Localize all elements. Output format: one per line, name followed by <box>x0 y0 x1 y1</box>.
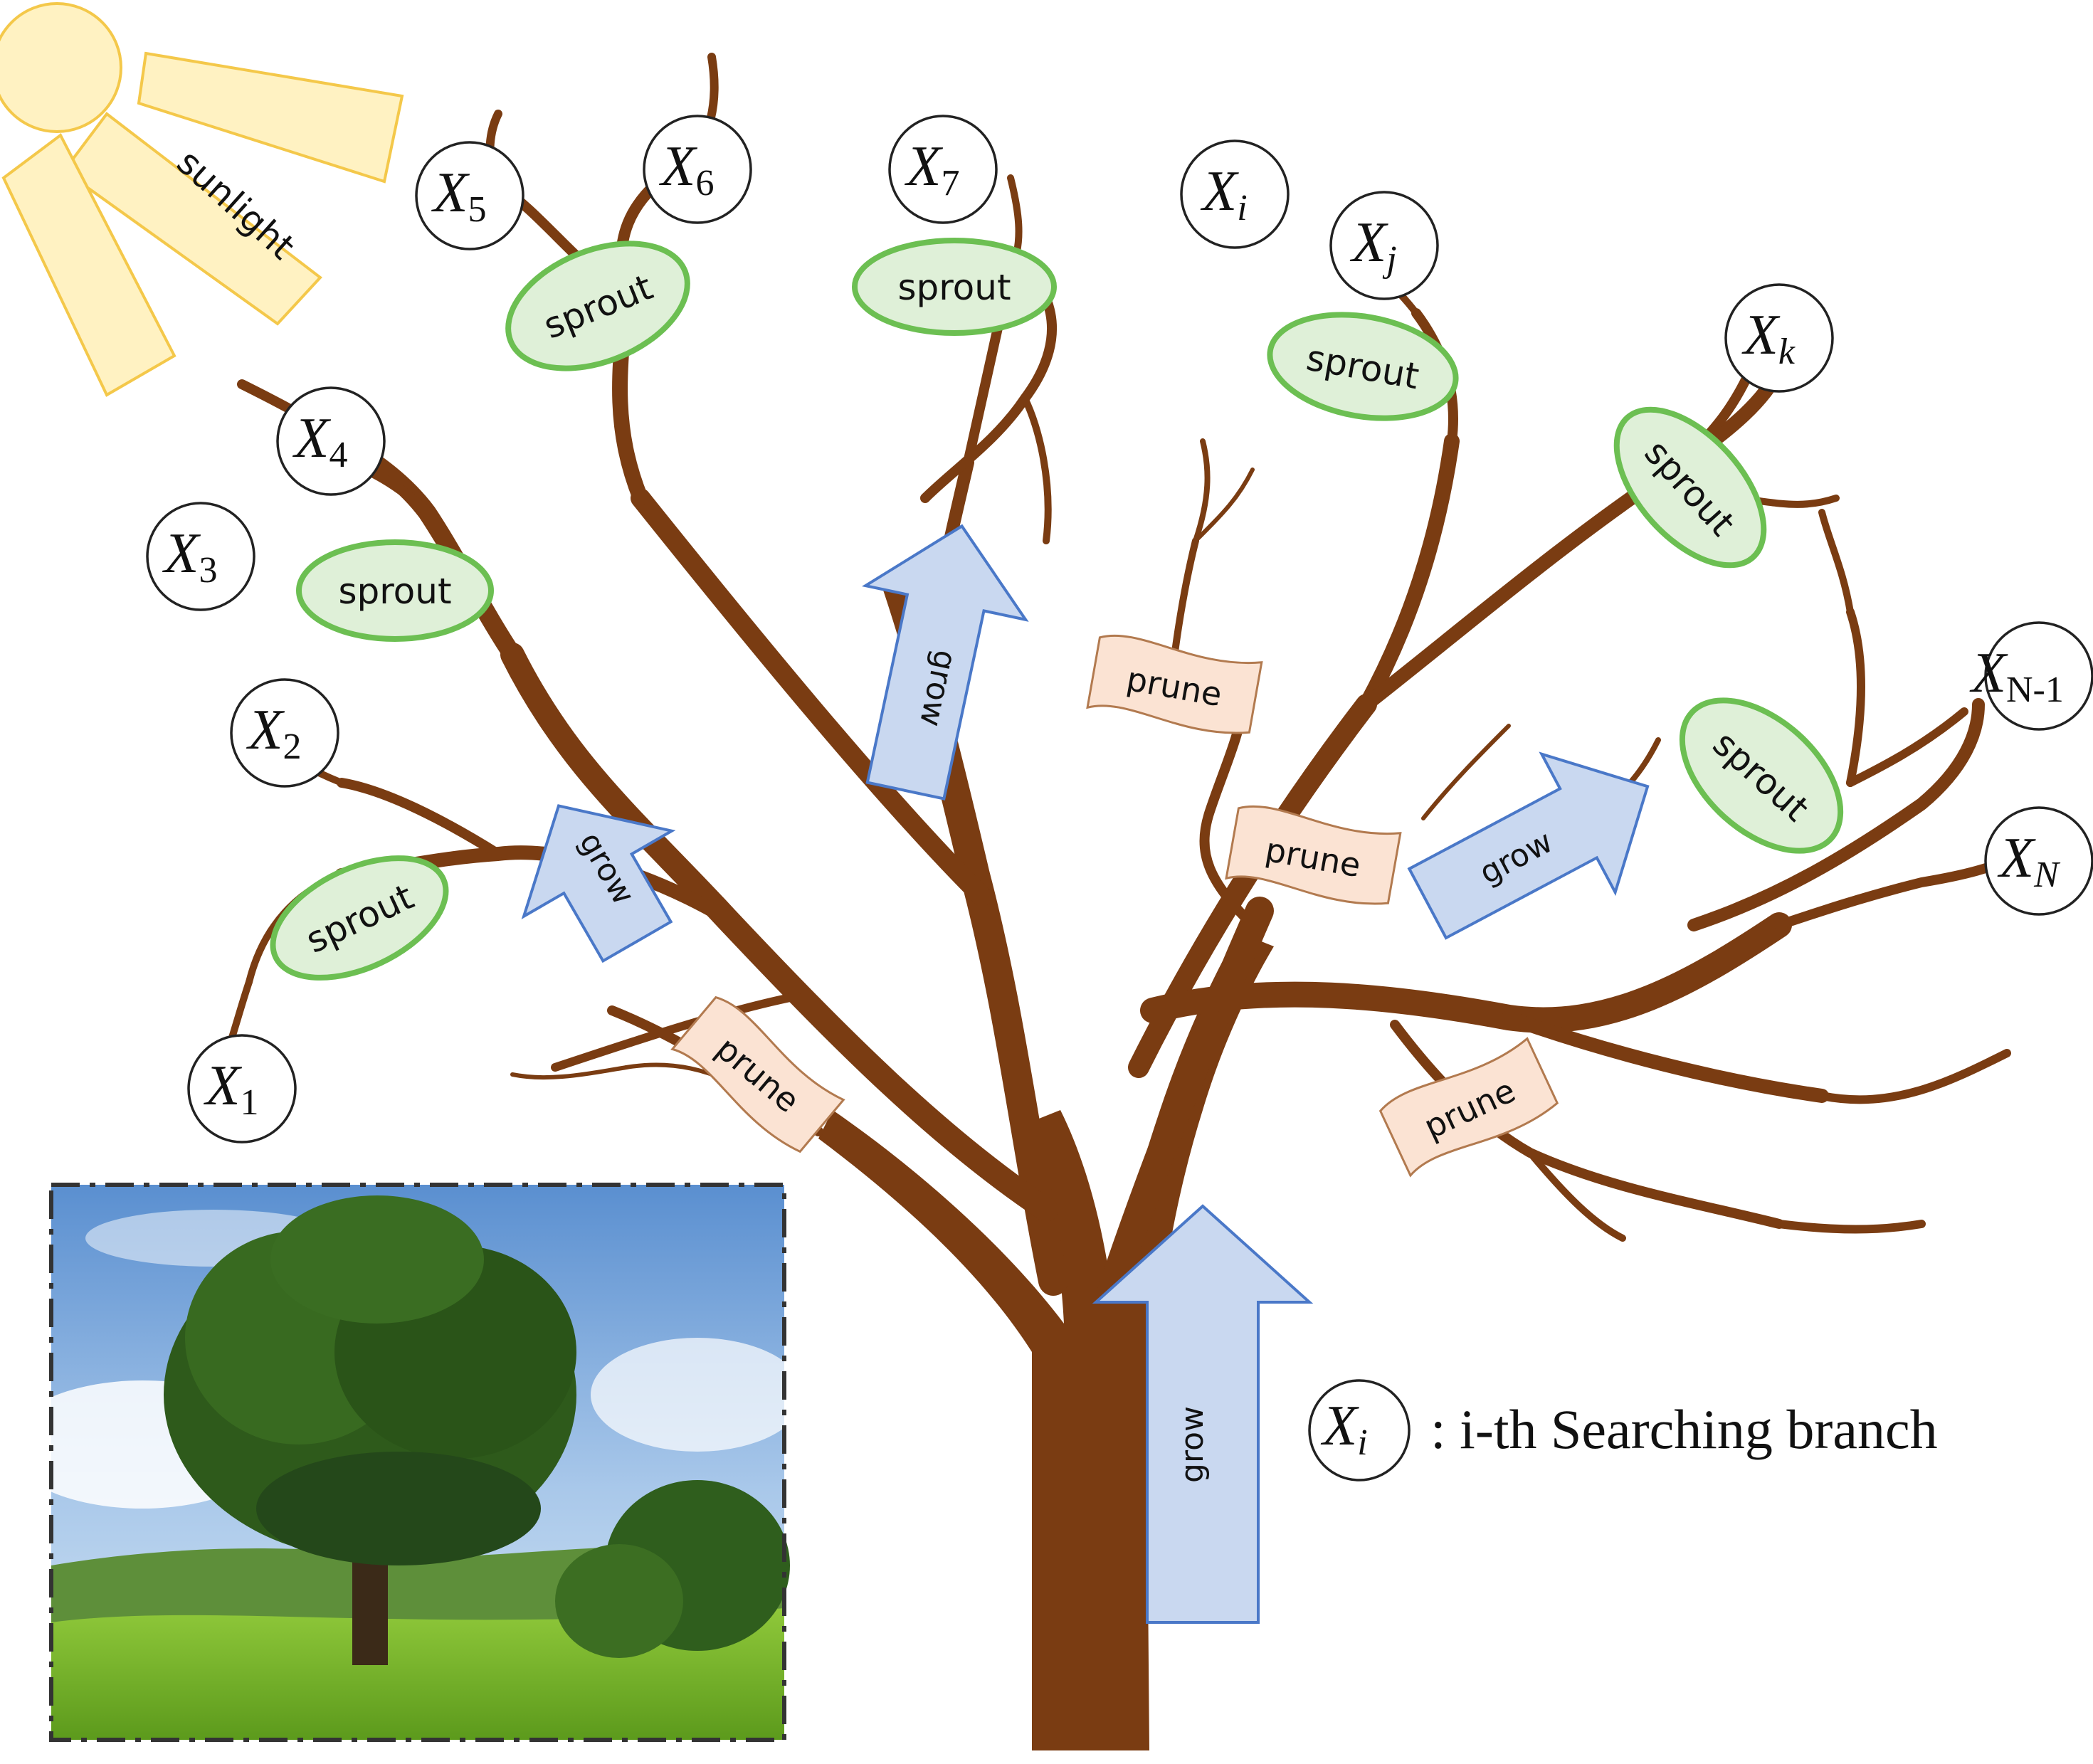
grow-arrow-center: grow <box>861 524 1029 801</box>
branch-node-x2: X2 <box>230 678 339 788</box>
branch-node-label: X1 <box>204 1055 259 1123</box>
branch-node-label: Xk <box>1741 304 1796 372</box>
legend-node-symbol <box>1308 1379 1411 1482</box>
branch-node-x3: X3 <box>146 502 255 611</box>
prune-flag-middle: prune <box>1225 805 1402 905</box>
sprout-x3-x4: sprout <box>296 539 494 642</box>
branch-node-xn1: XN-1 <box>1969 621 2093 731</box>
branch-node-x4: X4 <box>276 386 386 496</box>
prune-flag-top: prune <box>1086 634 1263 734</box>
branch-node-xk: Xk <box>1724 283 1834 393</box>
branch-node-label: X4 <box>292 407 348 475</box>
branch-node-xi: Xi <box>1180 139 1290 249</box>
sprout-xk: sprout <box>1613 406 1767 569</box>
branch-node-label: XN-1 <box>1969 642 2064 710</box>
branch-node-label: XN <box>1997 827 2061 895</box>
sprout-x5-x6: sprout <box>505 241 690 371</box>
sprout-x7: sprout <box>852 238 1057 336</box>
tree-photo-icon <box>7 1183 804 1742</box>
legend: Xi : i-th Searching branch <box>1308 1379 1938 1482</box>
svg-text:sprout: sprout <box>338 571 451 612</box>
branch-node-label: X5 <box>431 162 487 230</box>
svg-text:grow: grow <box>1174 1406 1211 1483</box>
branch-node-x1: X1 <box>187 1034 297 1144</box>
sprout-x1: sprout <box>270 855 449 981</box>
branch-node-label: Xj <box>1349 211 1396 280</box>
prune-flag-right: prune <box>1378 1037 1559 1178</box>
branch-node-label: X6 <box>659 135 715 204</box>
grow-arrow-right: grow <box>1407 751 1650 940</box>
branch-node-label: X3 <box>162 522 218 591</box>
grow-arrow-left: grow <box>521 804 676 963</box>
sprout-xj: sprout <box>1267 312 1459 421</box>
grow-arrow-trunk: grow <box>1092 1204 1314 1624</box>
branch-node-label: X2 <box>246 699 302 767</box>
sprout-xn: sprout <box>1679 697 1844 854</box>
branch-node-label: Xi <box>1200 160 1247 228</box>
svg-text:sprout: sprout <box>897 267 1011 308</box>
svg-text:Xi: Xi <box>1320 1395 1367 1463</box>
sun-icon: sunlight <box>0 2 404 397</box>
branch-node-xj: Xj <box>1329 191 1439 300</box>
legend-text: : i-th Searching branch <box>1430 1398 1938 1460</box>
branch-node-label: X7 <box>905 135 960 204</box>
branch-node-xn: XN <box>1984 806 2093 916</box>
branch-node-x5: X5 <box>415 141 524 250</box>
branch-node-x7: X7 <box>888 115 998 224</box>
branch-node-x6: X6 <box>643 115 752 224</box>
